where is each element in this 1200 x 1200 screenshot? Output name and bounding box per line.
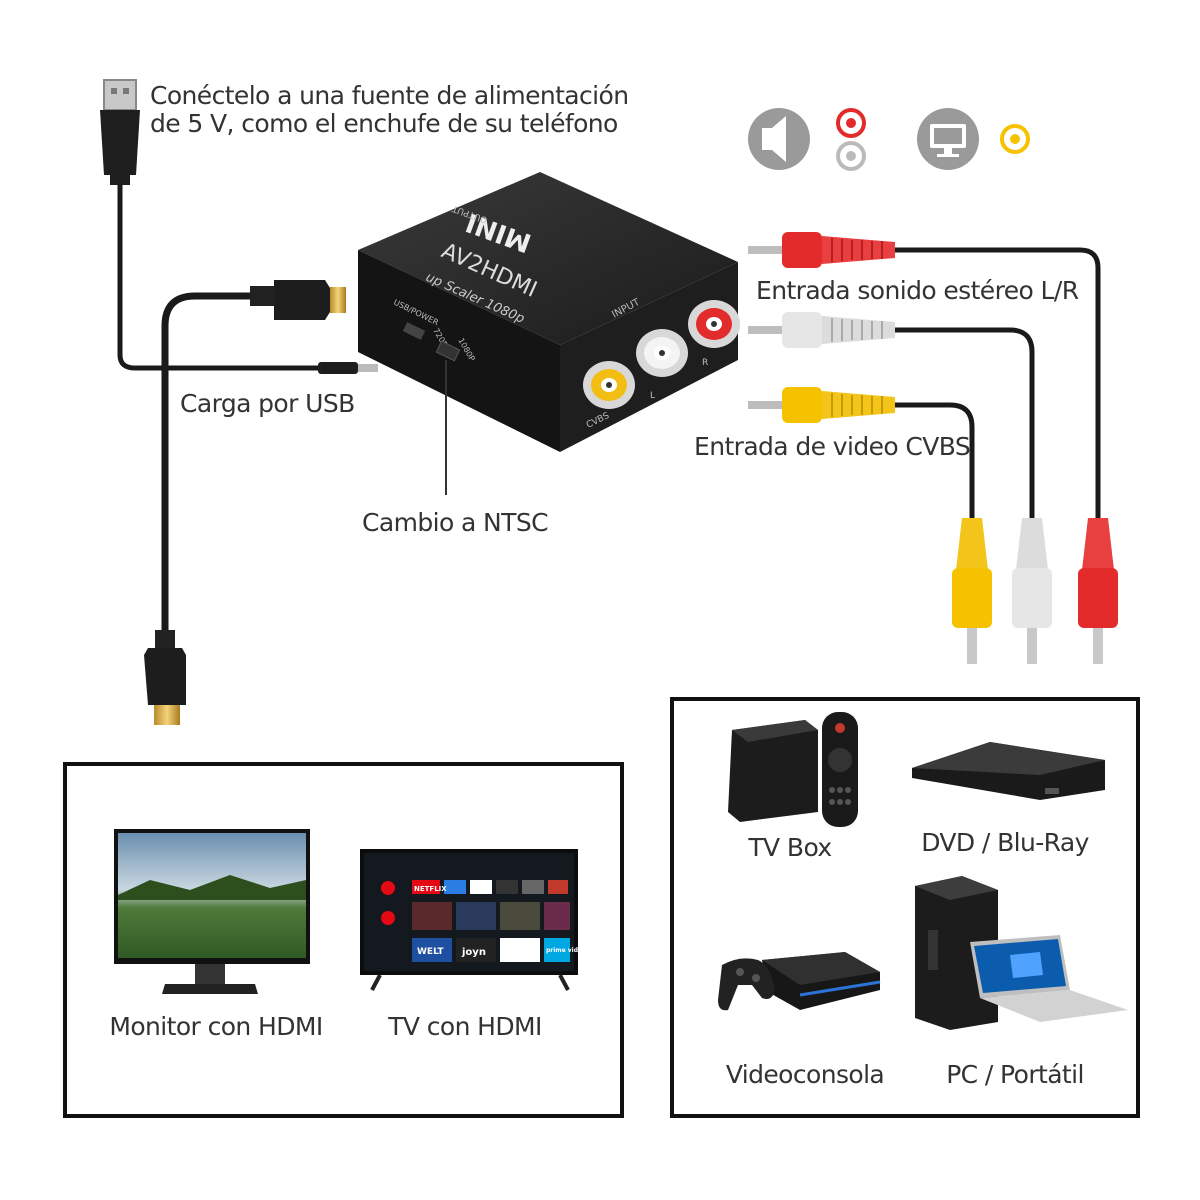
ntsc-switch-icon <box>435 340 461 362</box>
speaker-icon <box>748 108 810 170</box>
usb-a-plug-icon <box>103 79 137 111</box>
tv-app-tile-label: NETFLIX <box>414 885 447 893</box>
tv-device-icon <box>360 849 578 991</box>
ntsc-switch-label: Cambio a NTSC <box>362 508 549 537</box>
hdmi-outputs-panel <box>63 762 624 1118</box>
rca-plug-white-icon <box>748 312 895 348</box>
video-input-label: Entrada de video CVBS <box>694 432 971 461</box>
hdmi-plug-bottom-icon <box>154 705 180 725</box>
port-l-label: L <box>650 391 655 401</box>
tv-box-device-icon <box>728 712 858 827</box>
video-jack-yellow-icon <box>1000 124 1030 154</box>
rca-plug-red-icon <box>748 232 895 268</box>
videoconsole-device-icon <box>718 952 881 1011</box>
hdmi-plug-top-icon <box>330 287 346 313</box>
rca-socket-cvbs-icon <box>583 361 635 409</box>
rca-plug-red-vertical-icon <box>1078 518 1118 664</box>
hdmi-cable <box>144 280 346 725</box>
audio-input-label: Entrada sonido estéreo L/R <box>756 276 1079 305</box>
monitor-label: Monitor con HDMI <box>109 1012 323 1041</box>
audio-jack-red-icon <box>836 108 866 138</box>
micro-usb-plug-icon <box>318 362 358 374</box>
tv-app-tile-label: joyn <box>461 947 486 958</box>
monitor-device-icon <box>114 829 310 994</box>
tv-app-tile-label: prime video <box>546 947 586 954</box>
monitor-icon <box>917 108 979 170</box>
dvd-label: DVD / Blu-Ray <box>921 828 1089 857</box>
power-note-line2: de 5 V, como el enchufe de su teléfono <box>150 109 618 138</box>
rca-plug-yellow-vertical-icon <box>952 518 992 664</box>
videoconsole-label: Videoconsola <box>725 1060 885 1089</box>
converter-box: MINI AV2HDMI up Scaler 1080p OUTPUT INPU… <box>358 172 740 452</box>
pc-label: PC / Portátil <box>946 1060 1084 1089</box>
rca-cables <box>748 232 1118 664</box>
pc-laptop-device-icon <box>915 876 1128 1030</box>
power-note-line1: Conéctelo a una fuente de alimentación <box>150 81 629 110</box>
rca-socket-left-icon <box>636 329 688 377</box>
dvd-player-device-icon <box>912 742 1105 800</box>
rca-plug-white-vertical-icon <box>1012 518 1052 664</box>
rca-plug-yellow-icon <box>748 387 895 423</box>
usb-cable <box>100 79 378 374</box>
av-sources-panel <box>670 697 1140 1118</box>
usb-charge-label: Carga por USB <box>180 389 355 418</box>
port-r-label: R <box>702 358 708 368</box>
tv-label: TV con HDMI <box>388 1012 542 1041</box>
rca-socket-right-icon <box>688 300 740 348</box>
tv-box-label: TV Box <box>748 833 832 862</box>
tv-app-tile-label: WELT <box>417 947 444 957</box>
audio-jack-white-icon <box>836 141 866 171</box>
usb-port-icon <box>402 322 426 340</box>
